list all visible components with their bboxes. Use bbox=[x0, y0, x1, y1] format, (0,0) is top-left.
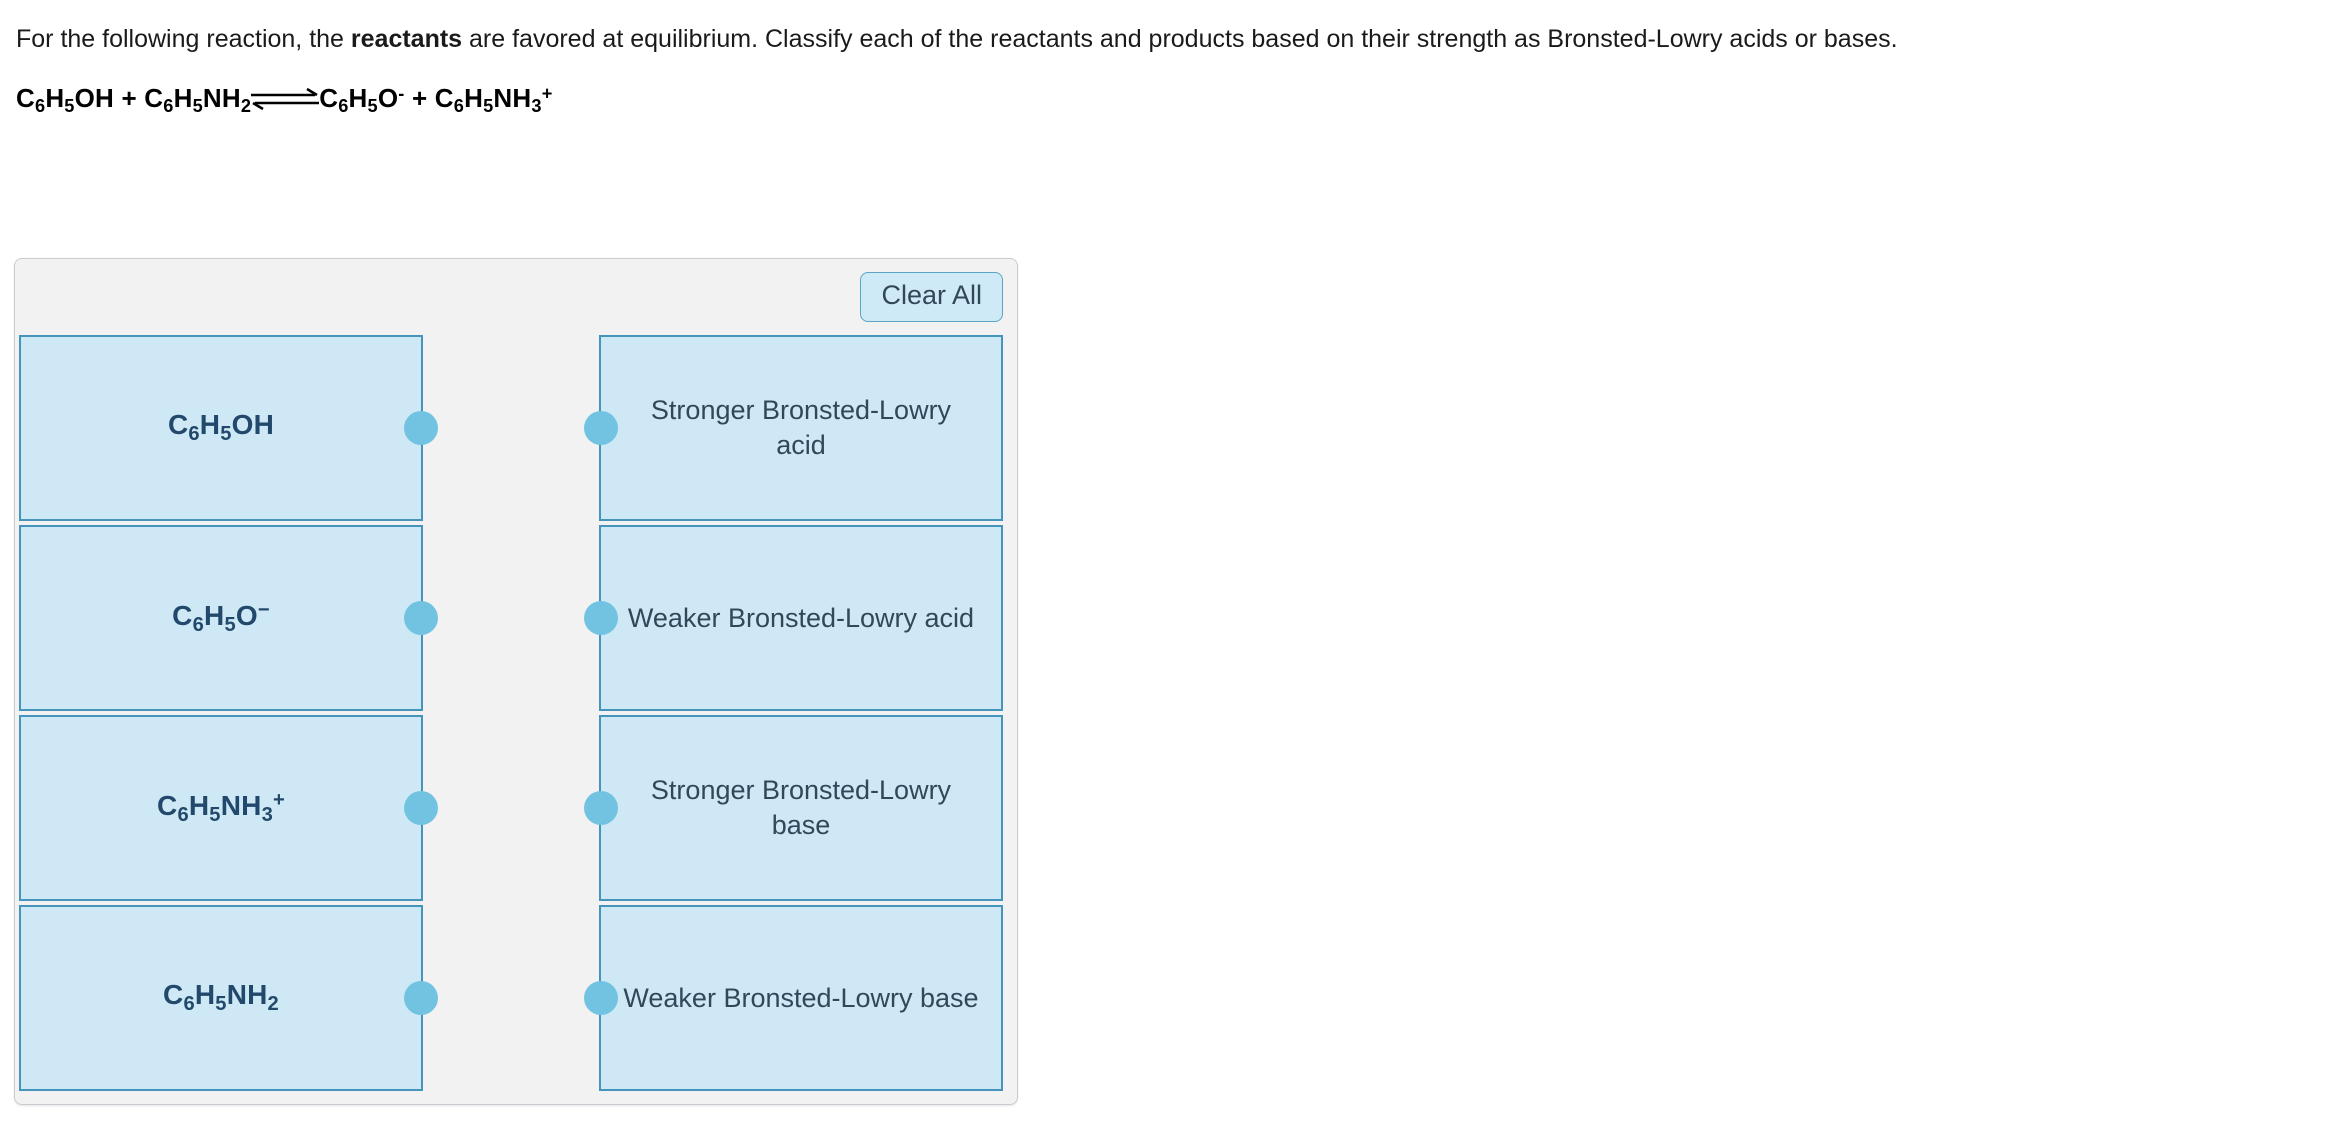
reaction-equation: C6H5OH + C6H5NH2 C6H5O- + C6H5NH3+ bbox=[0, 57, 2352, 117]
tile-classification-stronger-acid[interactable]: Stronger Bronsted-Lowry acid bbox=[584, 335, 1003, 521]
connector-dot-icon[interactable] bbox=[404, 981, 438, 1015]
left-column-species: C6H5OH C6H5O− C6H5NH3+ C6H5NH2 bbox=[19, 335, 438, 1095]
prompt-text-after: are favored at equilibrium. Classify eac… bbox=[462, 25, 1898, 53]
matching-columns: C6H5OH C6H5O− C6H5NH3+ C6H5NH2 Stronger … bbox=[15, 335, 1017, 1095]
matching-panel: Clear All C6H5OH C6H5O− C6H5NH3+ C6H5NH2 bbox=[14, 258, 1018, 1105]
connector-dot-icon[interactable] bbox=[404, 601, 438, 635]
connector-dot-icon[interactable] bbox=[584, 981, 618, 1015]
connector-dot-icon[interactable] bbox=[584, 791, 618, 825]
clear-all-button[interactable]: Clear All bbox=[860, 272, 1003, 322]
classification-label-weaker-base: Weaker Bronsted-Lowry base bbox=[623, 982, 979, 1013]
tile-classification-weaker-base[interactable]: Weaker Bronsted-Lowry base bbox=[584, 905, 1003, 1091]
classification-label-stronger-acid: Stronger Bronsted-Lowry acid bbox=[650, 395, 952, 460]
classification-label-weaker-acid: Weaker Bronsted-Lowry acid bbox=[627, 602, 975, 633]
prompt-text-before: For the following reaction, the bbox=[16, 25, 351, 53]
equation-plus-left: + bbox=[121, 82, 137, 113]
equation-product-1: C6H5O- bbox=[319, 82, 405, 116]
question-prompt: For the following reaction, the reactant… bbox=[0, 0, 2352, 57]
equation-product-2: C6H5NH3+ bbox=[434, 82, 553, 116]
classification-label-stronger-base: Stronger Bronsted-Lowry base bbox=[650, 775, 952, 840]
tile-species-c6h5o-minus[interactable]: C6H5O− bbox=[19, 525, 438, 711]
species-label-c6h5nh3-plus: C6H5NH3+ bbox=[157, 789, 285, 826]
tile-species-c6h5nh3-plus[interactable]: C6H5NH3+ bbox=[19, 715, 438, 901]
tile-species-c6h5nh2[interactable]: C6H5NH2 bbox=[19, 905, 438, 1091]
tile-classification-weaker-acid[interactable]: Weaker Bronsted-Lowry acid bbox=[584, 525, 1003, 711]
equation-reactant-1: C6H5OH bbox=[16, 82, 115, 116]
right-column-classifications: Stronger Bronsted-Lowry acid Weaker Bron… bbox=[584, 335, 1003, 1095]
connector-dot-icon[interactable] bbox=[584, 411, 618, 445]
connector-dot-icon[interactable] bbox=[584, 601, 618, 635]
equation-reactant-2: C6H5NH2 bbox=[144, 82, 252, 116]
species-label-c6h5oh: C6H5OH bbox=[167, 409, 275, 446]
species-label-c6h5nh2: C6H5NH2 bbox=[163, 979, 279, 1016]
species-label-c6h5o-minus: C6H5O− bbox=[172, 599, 270, 636]
prompt-bold-word: reactants bbox=[350, 25, 463, 53]
equation-plus-right: + bbox=[411, 82, 428, 113]
connector-dot-icon[interactable] bbox=[404, 411, 438, 445]
tile-classification-stronger-base[interactable]: Stronger Bronsted-Lowry base bbox=[584, 715, 1003, 901]
connector-dot-icon[interactable] bbox=[404, 791, 438, 825]
tile-species-c6h5oh[interactable]: C6H5OH bbox=[19, 335, 438, 521]
panel-header: Clear All bbox=[15, 259, 1017, 335]
equilibrium-arrow-icon bbox=[249, 86, 321, 112]
